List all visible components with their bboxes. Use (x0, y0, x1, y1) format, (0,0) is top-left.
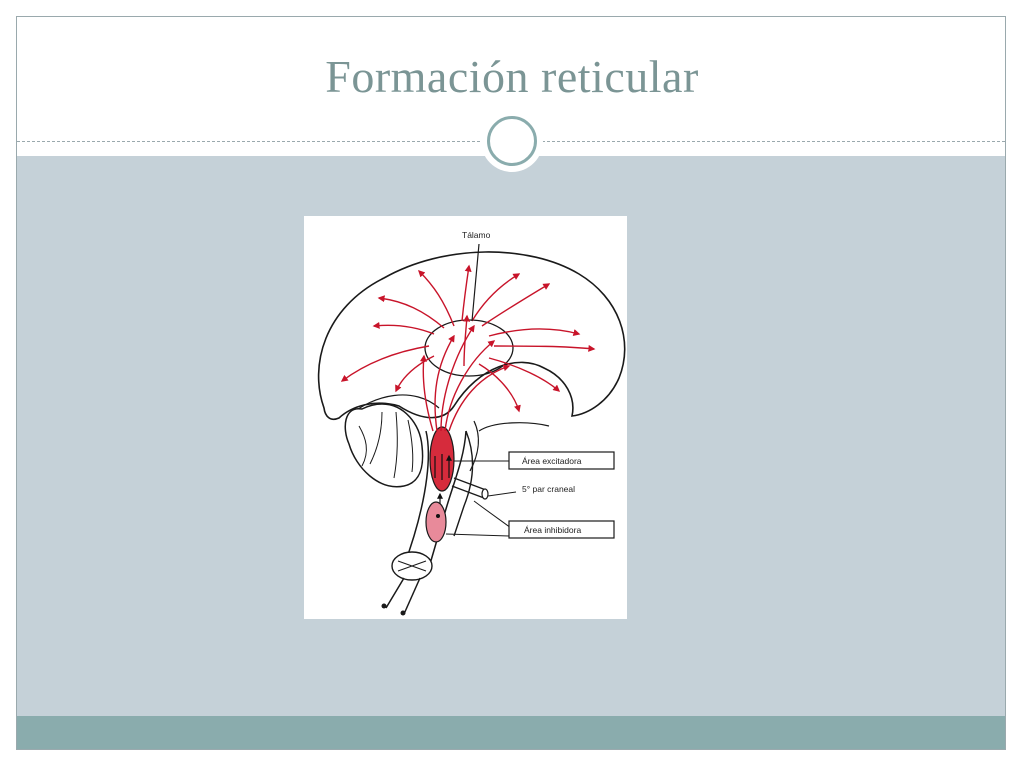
label-thalamus: Tálamo (462, 230, 491, 240)
cerebellum (344, 403, 424, 488)
cranial-nerve-5 (451, 477, 489, 500)
circle-ornament-icon (481, 110, 543, 172)
cerebrum-outline (317, 251, 626, 421)
excitatory-label-box: Área excitadora (454, 451, 615, 470)
inhibitory-label-box: Área inhibidora (445, 520, 615, 539)
ascending-pathways (340, 264, 596, 432)
brain-diagram: Tálamo Área excitadora 5° par craneal Ár… (304, 216, 627, 619)
spinal-cord-section (381, 551, 433, 616)
label-inhibitory-area: Área inhibidora (524, 525, 581, 535)
footer-band (17, 716, 1005, 749)
inhibitory-area (425, 501, 447, 543)
label-excitatory-area: Área excitadora (522, 456, 582, 466)
slide-title: Formación reticular (325, 51, 699, 102)
label-cranial-nerve: 5° par craneal (522, 484, 575, 494)
